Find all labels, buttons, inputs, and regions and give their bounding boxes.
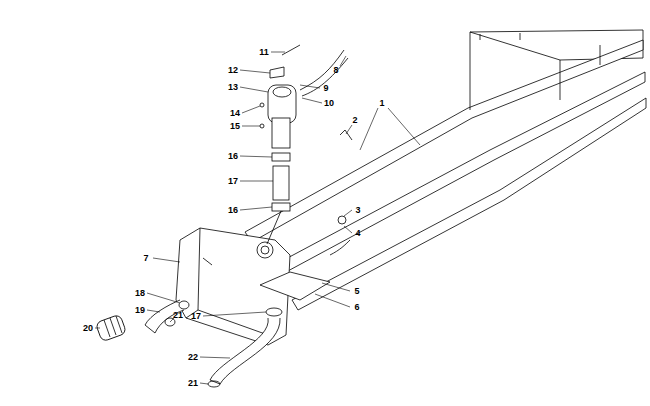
hoses bbox=[95, 130, 352, 387]
callout-number: 7 bbox=[143, 254, 148, 263]
callout-number: 5 bbox=[354, 287, 359, 296]
callout-number: 21 bbox=[173, 311, 183, 320]
callout-number: 10 bbox=[324, 99, 334, 108]
callout-number: 17 bbox=[191, 312, 201, 321]
callout-number: 8 bbox=[333, 66, 338, 75]
callout-number: 9 bbox=[323, 84, 328, 93]
callout-number: 11 bbox=[259, 48, 269, 57]
callout-number: 21 bbox=[188, 379, 198, 388]
callout-number: 4 bbox=[355, 229, 360, 238]
leader-lines bbox=[95, 52, 420, 384]
callout-number: 18 bbox=[135, 289, 145, 298]
callout-number: 22 bbox=[188, 353, 198, 362]
cooler-body bbox=[176, 228, 330, 345]
heat-exchanger-rails bbox=[245, 30, 646, 310]
callout-number: 3 bbox=[355, 206, 360, 215]
callout-number: 17 bbox=[228, 177, 238, 186]
callout-number: 6 bbox=[354, 303, 359, 312]
callout-number: 20 bbox=[83, 324, 93, 333]
callout-number: 1 bbox=[379, 99, 384, 108]
callout-number: 19 bbox=[135, 306, 145, 315]
callout-number: 16 bbox=[228, 152, 238, 161]
filler-neck bbox=[260, 45, 348, 244]
callout-number: 14 bbox=[230, 109, 240, 118]
callout-number: 2 bbox=[352, 116, 357, 125]
callout-number: 16 bbox=[228, 206, 238, 215]
callout-number: 12 bbox=[228, 66, 238, 75]
callout-number: 15 bbox=[230, 122, 240, 131]
callout-number: 13 bbox=[228, 83, 238, 92]
